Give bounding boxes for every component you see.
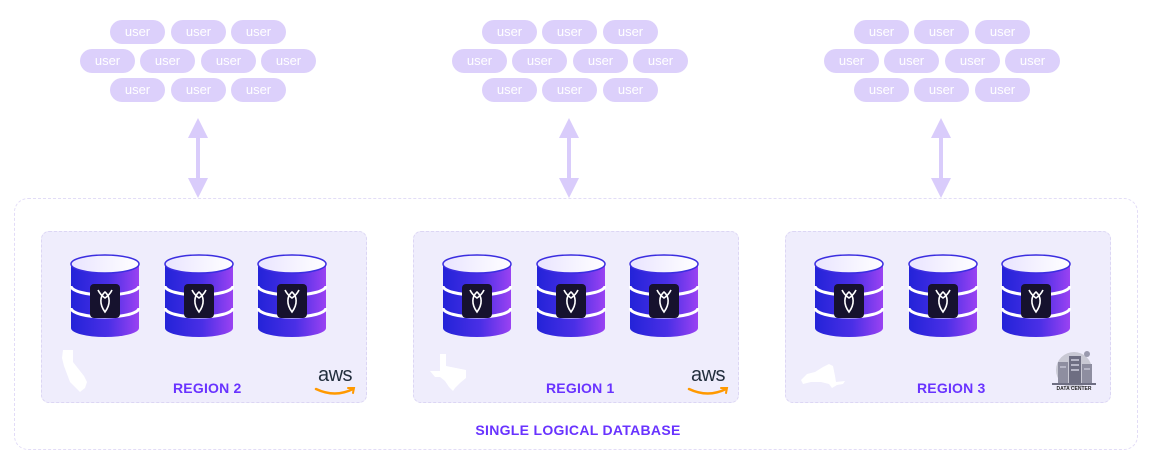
cockroach-database-icon <box>70 254 140 337</box>
user-pill: user <box>482 20 537 44</box>
user-pill: user <box>573 49 628 73</box>
data-center-icon: DATA CENTER <box>1046 348 1102 396</box>
user-pill: user <box>512 49 567 73</box>
new-york-icon <box>801 364 845 388</box>
region-label: REGION 1 <box>546 380 615 396</box>
bidirectional-arrow-icon <box>559 118 579 198</box>
user-pill: user <box>824 49 879 73</box>
cockroach-database-icon <box>442 254 512 337</box>
user-pill: user <box>975 78 1030 102</box>
texas-icon <box>430 354 466 391</box>
aws-logo: aws <box>313 364 357 398</box>
user-pill: user <box>140 49 195 73</box>
cockroach-database-icon <box>814 254 884 337</box>
user-pill: user <box>633 49 688 73</box>
cockroach-database-icon <box>1001 254 1071 337</box>
user-pill: user <box>542 20 597 44</box>
cockroach-database-icon <box>257 254 327 337</box>
user-pill: user <box>914 20 969 44</box>
user-pill: user <box>603 20 658 44</box>
aws-logo-text: aws <box>690 364 726 386</box>
cockroach-database-icon <box>164 254 234 337</box>
user-pill: user <box>975 20 1030 44</box>
user-pill: user <box>1005 49 1060 73</box>
california-icon <box>62 350 87 392</box>
cockroach-database-icon <box>629 254 699 337</box>
region-label: REGION 2 <box>173 380 242 396</box>
cockroach-database-icon <box>536 254 606 337</box>
aws-logo-text: aws <box>317 364 353 386</box>
user-pill: user <box>261 49 316 73</box>
user-pill: user <box>80 49 135 73</box>
bidirectional-arrow-icon <box>931 118 951 198</box>
user-pill: user <box>542 78 597 102</box>
user-pill: user <box>171 20 226 44</box>
user-pill: user <box>452 49 507 73</box>
user-pill: user <box>110 20 165 44</box>
user-pill: user <box>231 20 286 44</box>
user-pill: user <box>110 78 165 102</box>
aws-logo: aws <box>686 364 730 398</box>
user-pill: user <box>884 49 939 73</box>
user-pill: user <box>854 20 909 44</box>
user-pill: user <box>201 49 256 73</box>
bidirectional-arrow-icon <box>188 118 208 198</box>
user-pill: user <box>914 78 969 102</box>
single-logical-database-label: SINGLE LOGICAL DATABASE <box>475 422 681 438</box>
user-pill: user <box>482 78 537 102</box>
user-pill: user <box>945 49 1000 73</box>
user-pill: user <box>231 78 286 102</box>
user-pill: user <box>854 78 909 102</box>
single-logical-database-boundary <box>14 198 1138 450</box>
region-label: REGION 3 <box>917 380 986 396</box>
data-center-label: DATA CENTER <box>1056 386 1092 392</box>
cockroach-database-icon <box>908 254 978 337</box>
user-pill: user <box>171 78 226 102</box>
user-pill: user <box>603 78 658 102</box>
